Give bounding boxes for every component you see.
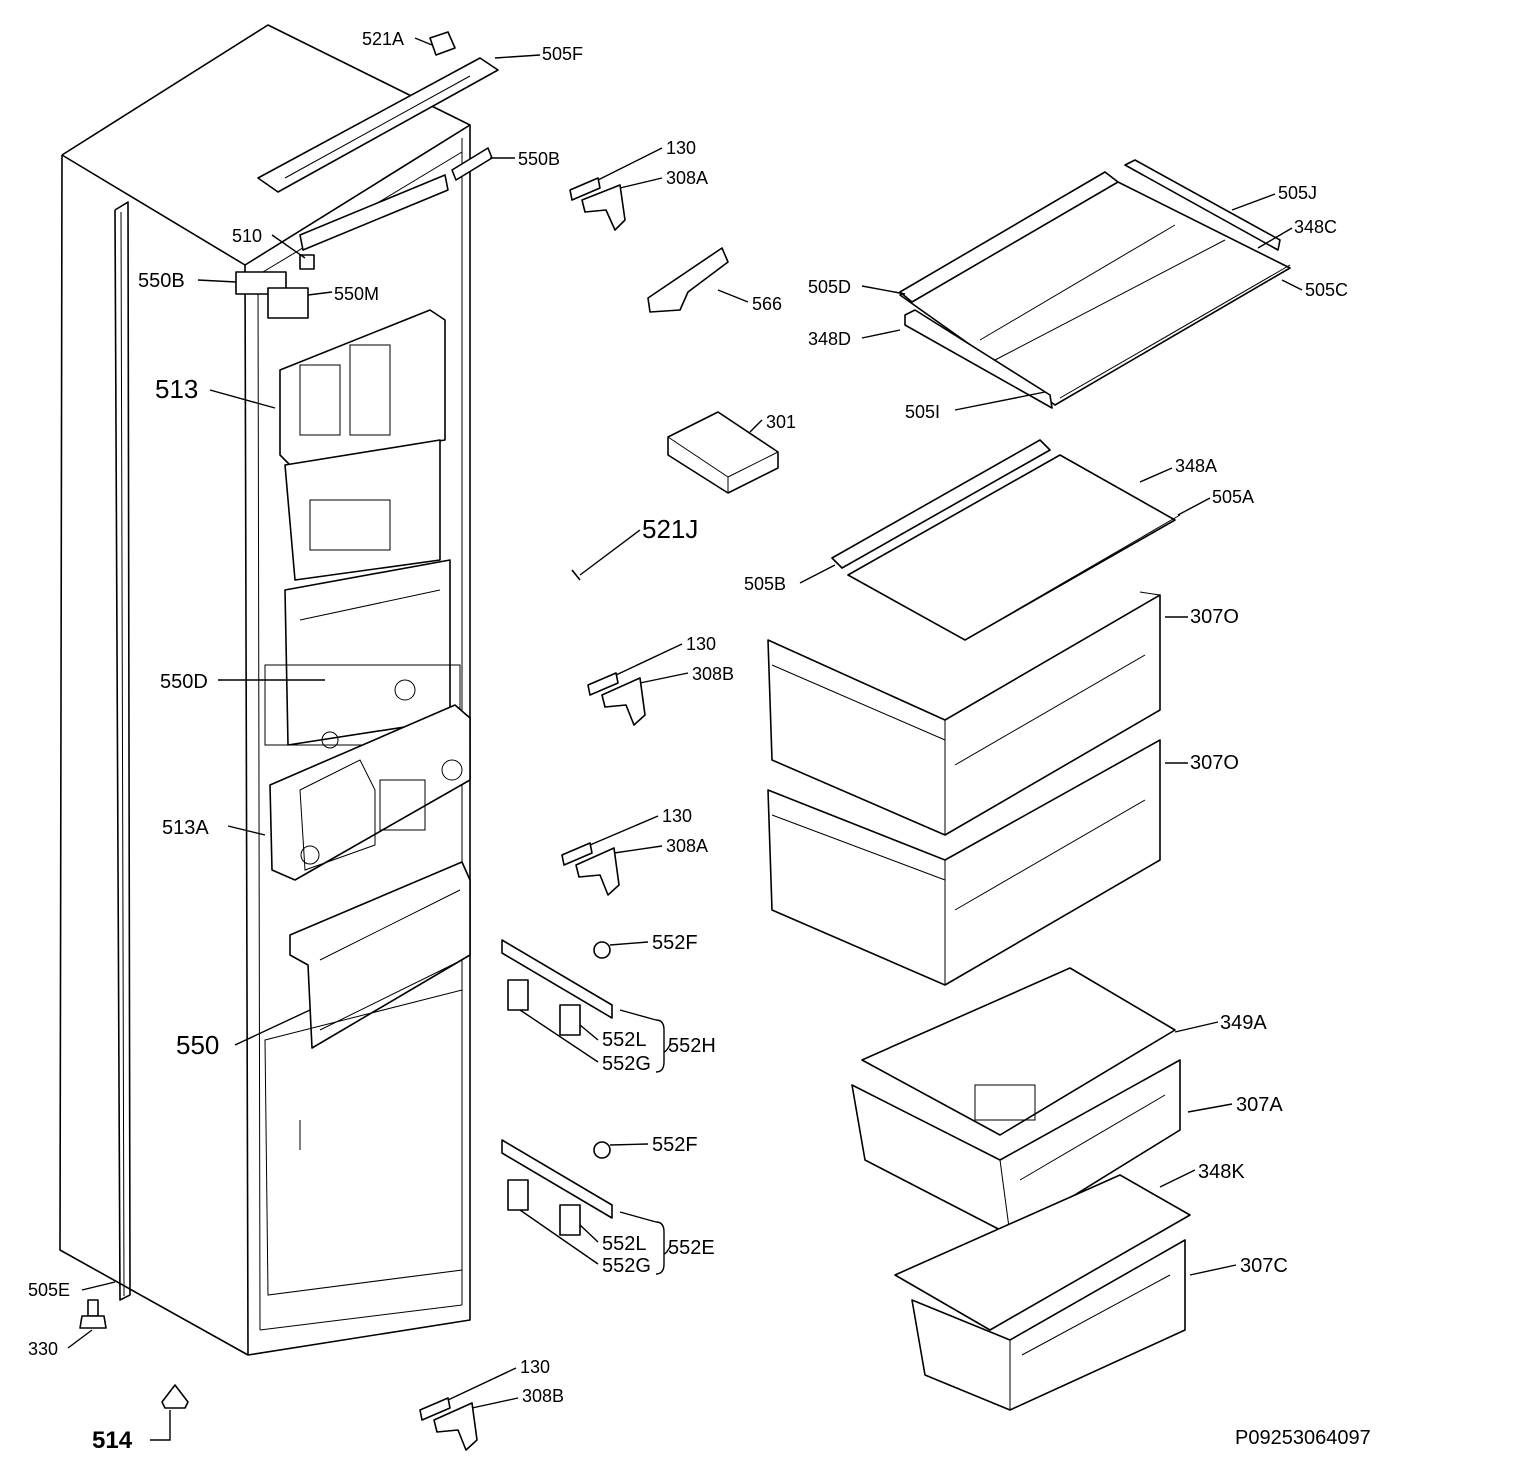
shelf-rail-upper <box>501 939 613 1036</box>
label-308A-a: 308A <box>666 168 708 188</box>
label-513A: 513A <box>162 817 209 839</box>
label-348C: 348C <box>1294 217 1337 237</box>
label-307A: 307A <box>1236 1094 1283 1116</box>
label-348D: 348D <box>808 329 851 349</box>
drawer-307O-upper <box>767 591 1161 836</box>
label-307O-upper: 307O <box>1190 606 1239 628</box>
clip-566 <box>647 247 729 313</box>
leader-lines <box>67 37 1303 1441</box>
label-130-d: 130 <box>520 1357 550 1377</box>
label-308B-b: 308B <box>522 1386 564 1406</box>
label-552G-b: 552G <box>602 1255 651 1277</box>
label-505J: 505J <box>1278 183 1317 203</box>
brace-552E <box>655 1221 671 1275</box>
label-308B-a: 308B <box>692 664 734 684</box>
crisper-307A <box>851 1059 1181 1236</box>
label-552F-a: 552F <box>652 932 698 954</box>
top-shelf <box>899 159 1291 409</box>
label-566: 566 <box>752 294 782 314</box>
label-550B-top: 550B <box>518 149 560 169</box>
air-duct-513A <box>269 704 471 881</box>
hinge-group-4 <box>419 1397 478 1451</box>
label-130-a: 130 <box>666 138 696 158</box>
label-505A: 505A <box>1212 487 1254 507</box>
middle-shelf <box>831 439 1181 641</box>
small-strips <box>235 147 493 319</box>
label-550M: 550M <box>334 284 379 304</box>
hinge-group-1 <box>569 177 626 231</box>
drawer-307O-lower <box>767 739 1161 986</box>
crisper-307C <box>911 1239 1186 1411</box>
drawing-number: P09253064097 <box>1235 1427 1371 1449</box>
label-552H: 552H <box>668 1035 716 1057</box>
label-349A: 349A <box>1220 1012 1267 1034</box>
label-301: 301 <box>766 412 796 432</box>
lower-panel <box>264 989 463 1296</box>
brace-552H <box>655 1019 671 1073</box>
label-552F-b: 552F <box>652 1134 698 1156</box>
label-505C: 505C <box>1305 280 1348 300</box>
label-130-c: 130 <box>662 806 692 826</box>
screw-521J <box>571 569 581 581</box>
label-513: 513 <box>155 374 198 404</box>
label-510: 510 <box>232 226 262 246</box>
label-307C: 307C <box>1240 1255 1288 1277</box>
label-550D: 550D <box>160 671 208 693</box>
label-330: 330 <box>28 1339 58 1359</box>
shelf-rail-lower <box>501 1139 613 1236</box>
label-552G-a: 552G <box>602 1053 651 1075</box>
top-rail <box>257 31 499 193</box>
door-gasket <box>114 201 131 1301</box>
air-duct-513 <box>279 309 446 581</box>
callout-labels: 521A 505F 550B 510 550B 550M 513 550D 51… <box>28 29 1371 1454</box>
label-552L-b: 552L <box>602 1233 647 1255</box>
label-505B: 505B <box>744 574 786 594</box>
label-514: 514 <box>92 1427 133 1454</box>
panel-550D <box>264 559 461 749</box>
label-348K: 348K <box>1198 1161 1245 1183</box>
cap-514 <box>161 1384 189 1409</box>
label-308A-b: 308A <box>666 836 708 856</box>
label-550: 550 <box>176 1030 219 1060</box>
label-130-b: 130 <box>686 634 716 654</box>
label-552E: 552E <box>668 1237 715 1259</box>
label-348A: 348A <box>1175 456 1217 476</box>
label-552L-a: 552L <box>602 1029 647 1051</box>
label-505E: 505E <box>28 1280 70 1300</box>
adjustable-foot <box>79 1299 107 1329</box>
label-505I: 505I <box>905 402 940 422</box>
glass-348K <box>894 1174 1191 1331</box>
label-505D: 505D <box>808 277 851 297</box>
label-307O-lower: 307O <box>1190 752 1239 774</box>
bracket-550 <box>289 861 471 1049</box>
hinge-group-3 <box>561 842 620 896</box>
hinge-group-2 <box>587 672 646 726</box>
ice-tray-301 <box>667 411 779 494</box>
rear-strip <box>299 174 449 270</box>
label-550B-left: 550B <box>138 270 185 292</box>
crisper-cover <box>861 967 1176 1136</box>
label-521J: 521J <box>642 514 698 544</box>
label-521A: 521A <box>362 29 404 49</box>
label-505F: 505F <box>542 44 583 64</box>
